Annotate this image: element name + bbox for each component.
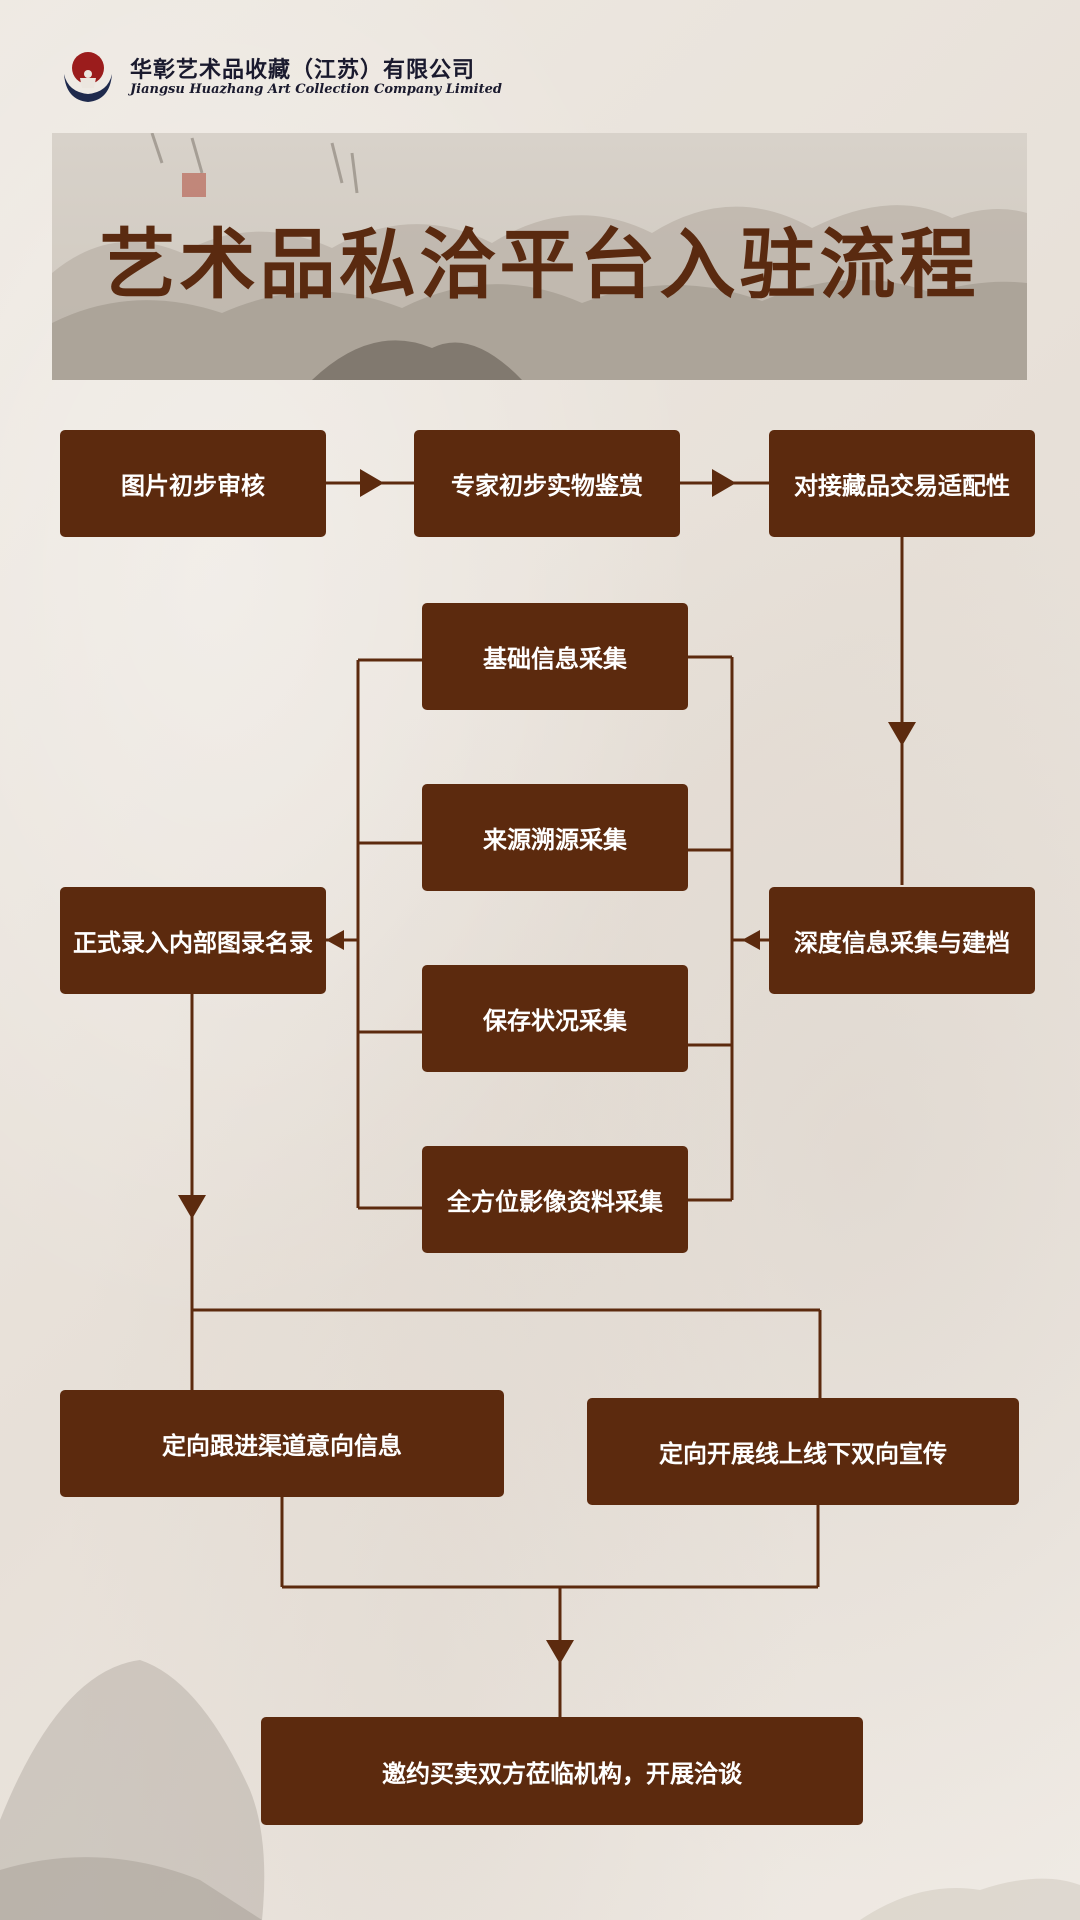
step-promotion: 定向开展线上线下双向宣传 xyxy=(587,1398,1019,1505)
page-title: 艺术品私洽平台入驻流程 xyxy=(99,220,980,309)
step-expert-appraisal: 专家初步实物鉴赏 xyxy=(414,430,680,537)
company-header: 华彰艺术品收藏（江苏）有限公司 Jiangsu Huazhang Art Col… xyxy=(58,44,502,110)
company-name-cn: 华彰艺术品收藏（江苏）有限公司 xyxy=(130,57,476,83)
step-deep-archiving: 深度信息采集与建档 xyxy=(769,887,1035,994)
substep-imaging: 全方位影像资料采集 xyxy=(422,1146,688,1253)
company-name-en: Jiangsu Huazhang Art Collection Company … xyxy=(130,82,502,97)
substep-basic-info: 基础信息采集 xyxy=(422,603,688,710)
ink-landscape-image xyxy=(52,133,1027,380)
step-channel-followup: 定向跟进渠道意向信息 xyxy=(60,1390,504,1497)
step-image-review: 图片初步审核 xyxy=(60,430,326,537)
title-banner: 艺术品私洽平台入驻流程 xyxy=(52,133,1027,380)
substep-condition: 保存状况采集 xyxy=(422,965,688,1072)
step-catalog-entry: 正式录入内部图录名录 xyxy=(60,887,326,994)
substep-provenance: 来源溯源采集 xyxy=(422,784,688,891)
company-logo-icon xyxy=(64,52,112,102)
bottom-mountain-decoration xyxy=(0,1660,1080,1920)
step-negotiation: 邀约买卖双方莅临机构，开展洽谈 xyxy=(261,1717,863,1825)
step-trade-matching: 对接藏品交易适配性 xyxy=(769,430,1035,537)
